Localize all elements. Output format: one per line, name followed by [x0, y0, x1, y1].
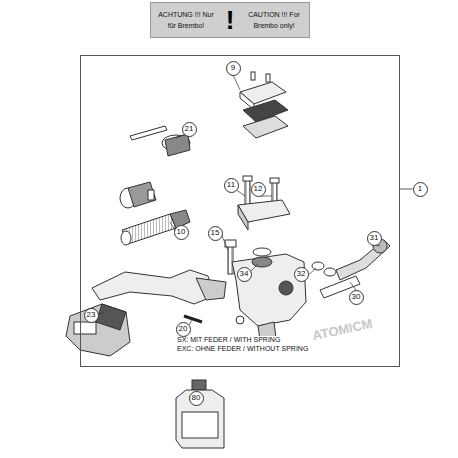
warning-text: CAUTION !!! For Brembo only!	[243, 9, 305, 31]
callout-number: 10	[174, 225, 189, 240]
callout-number: 15	[211, 229, 220, 237]
callout-number: 20	[179, 325, 188, 333]
callout-number: 21	[185, 125, 194, 133]
callout-number: 10	[177, 228, 186, 236]
callout-number: 80	[192, 394, 201, 402]
callout-number: 21	[182, 122, 197, 137]
watermark: ATOMICM	[311, 316, 374, 343]
callout-number: 11	[227, 181, 235, 189]
callout-number: 80	[189, 391, 204, 406]
leader-line	[400, 189, 413, 190]
callout-number: 11	[224, 178, 239, 193]
note-text: EXC: OHNE FEDER / WITHOUT SPRING	[177, 345, 308, 352]
callout-number: 31	[370, 234, 379, 242]
callout-number: 12	[251, 182, 266, 197]
callout-number: 1	[418, 185, 422, 193]
callout-number: 15	[208, 226, 223, 241]
callout-number: 32	[297, 270, 306, 278]
warning-box: ACHTUNG !!! Nur für Brembo!!CAUTION !!! …	[150, 2, 310, 38]
callout-number: 34	[237, 267, 252, 282]
callout-number: 31	[367, 231, 382, 246]
callout-number: 1	[413, 182, 428, 197]
callout-number: 30	[349, 290, 364, 305]
callout-number: 34	[240, 270, 249, 278]
callout-number: 20	[176, 322, 191, 337]
callout-number: 23	[87, 311, 96, 319]
warning-text: ACHTUNG !!! Nur für Brembo!	[155, 9, 217, 31]
note-text: SX: MIT FEDER / WITH SPRING	[177, 336, 280, 343]
callout-number: 9	[226, 61, 241, 76]
callout-number: 32	[294, 267, 309, 282]
callout-number: 23	[84, 308, 99, 323]
callout-number: 30	[352, 293, 361, 301]
callout-number: 9	[231, 64, 235, 72]
callout-number: 12	[254, 185, 263, 193]
warning-sign: !	[219, 4, 241, 36]
